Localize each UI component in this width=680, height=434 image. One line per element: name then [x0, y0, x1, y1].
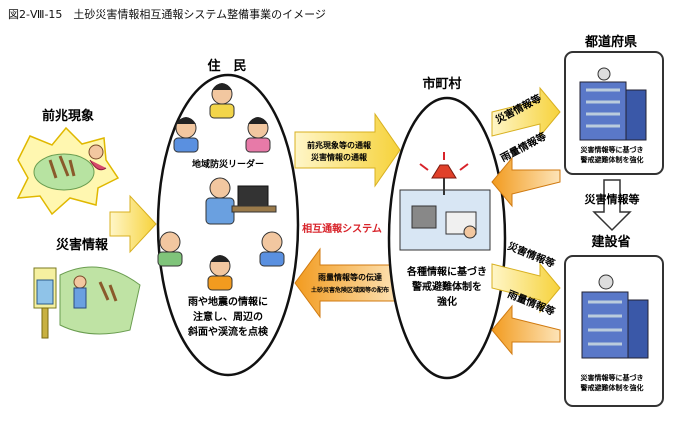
prefecture-building: [579, 67, 647, 141]
ministry-to-muni-arrow: [491, 304, 561, 356]
municipality-office-illustration: [399, 152, 491, 251]
disaster-info-title: 災害情報: [56, 237, 109, 253]
muni-to-pref-arrow: [491, 86, 561, 138]
prefecture-caption-line: 災害情報等に基づき: [580, 145, 644, 154]
leader-label: 地域防災リーダー: [192, 158, 264, 170]
delivery-line: 雨量情報等の伝達: [318, 272, 382, 282]
pref-to-muni-arrow: [491, 156, 561, 208]
ministry-title: 建設省: [591, 234, 630, 250]
residents-caption-line: 注意し、周辺の: [193, 310, 263, 323]
muni-to-ministry-arrow: [491, 262, 561, 314]
precursor-illustration: [16, 126, 120, 216]
delivery-arrow-text: 雨量情報等の伝達 土砂災害危険区域図等の配布: [311, 272, 389, 294]
municipality-caption-line: 強化: [437, 295, 457, 308]
report-line: 災害情報の通報: [310, 152, 368, 162]
delivery-arrow: [294, 247, 401, 319]
system-label: 相互通報システム: [302, 222, 382, 235]
delivery-line: 土砂災害危険区域図等の配布: [311, 286, 389, 294]
municipality-caption-line: 各種情報に基づき: [406, 265, 487, 278]
figure-caption: 図2-Ⅷ-15 土砂災害情報相互通報システム整備事業のイメージ: [8, 8, 326, 21]
residents-caption-line: 斜面や渓流を点検: [187, 325, 269, 338]
rain-gauge-illustration: [33, 266, 141, 339]
report-line: 前兆現象等の通報: [307, 140, 372, 150]
prefecture-caption: 災害情報等に基づき 警戒避難体制を強化: [580, 145, 644, 164]
municipality-caption-line: 警戒避難体制を: [411, 280, 482, 293]
ministry-caption-line: 災害情報等に基づき: [580, 373, 644, 382]
ministry-caption-line: 警戒避難体制を強化: [581, 383, 644, 392]
inflow-arrow: [109, 194, 157, 254]
pref-to-ministry-label: 災害情報等: [584, 192, 640, 206]
muni-to-ministry-label: 災害情報等: [505, 239, 557, 270]
municipality-title: 市町村: [422, 76, 461, 92]
residents-caption: 雨や地震の情報に 注意し、周辺の 斜面や渓流を点検: [187, 295, 269, 338]
ministry-building: [581, 274, 649, 359]
pref-to-ministry-arrow: [592, 179, 632, 232]
municipality-caption: 各種情報に基づき 警戒避難体制を 強化: [406, 265, 487, 308]
prefecture-title: 都道府県: [584, 34, 637, 50]
report-arrow: [294, 112, 401, 188]
pref-to-muni-label: 雨量情報等: [498, 129, 548, 164]
residents-title: 住 民: [207, 58, 246, 74]
residents-people: [157, 83, 285, 291]
precursor-title: 前兆現象: [42, 108, 94, 124]
residents-caption-line: 雨や地震の情報に: [188, 295, 268, 308]
report-arrow-text: 前兆現象等の通報 災害情報の通報: [307, 140, 372, 162]
ministry-caption: 災害情報等に基づき 警戒避難体制を強化: [580, 373, 644, 392]
prefecture-caption-line: 警戒避難体制を強化: [581, 155, 644, 164]
